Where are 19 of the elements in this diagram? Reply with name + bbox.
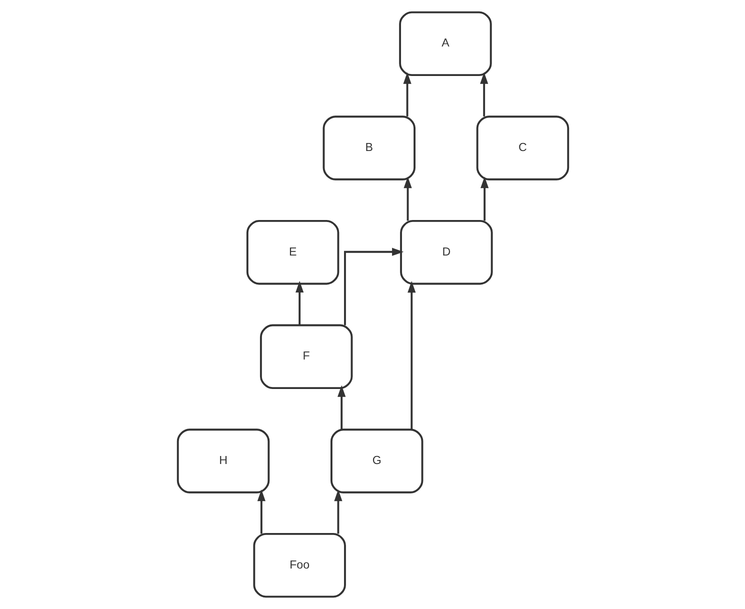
node-box: B: [322, 116, 415, 180]
node-box: E: [246, 220, 339, 285]
arrow: [334, 490, 342, 534]
node-box: D: [400, 220, 492, 285]
arrow: [480, 72, 488, 116]
arrow: [337, 385, 346, 430]
node-box: G: [330, 428, 423, 494]
node-box: F: [259, 324, 352, 390]
arrow: [480, 176, 488, 221]
node-box: C: [476, 116, 569, 180]
arrow: [256, 490, 265, 534]
node-box: Foo: [252, 532, 346, 598]
arrow: [295, 280, 304, 326]
node-box: H: [176, 428, 270, 494]
arrow: [407, 281, 416, 430]
arrow: [402, 72, 411, 116]
arrow: [344, 248, 404, 326]
node-box: A: [398, 11, 492, 76]
arrow: [403, 176, 412, 221]
